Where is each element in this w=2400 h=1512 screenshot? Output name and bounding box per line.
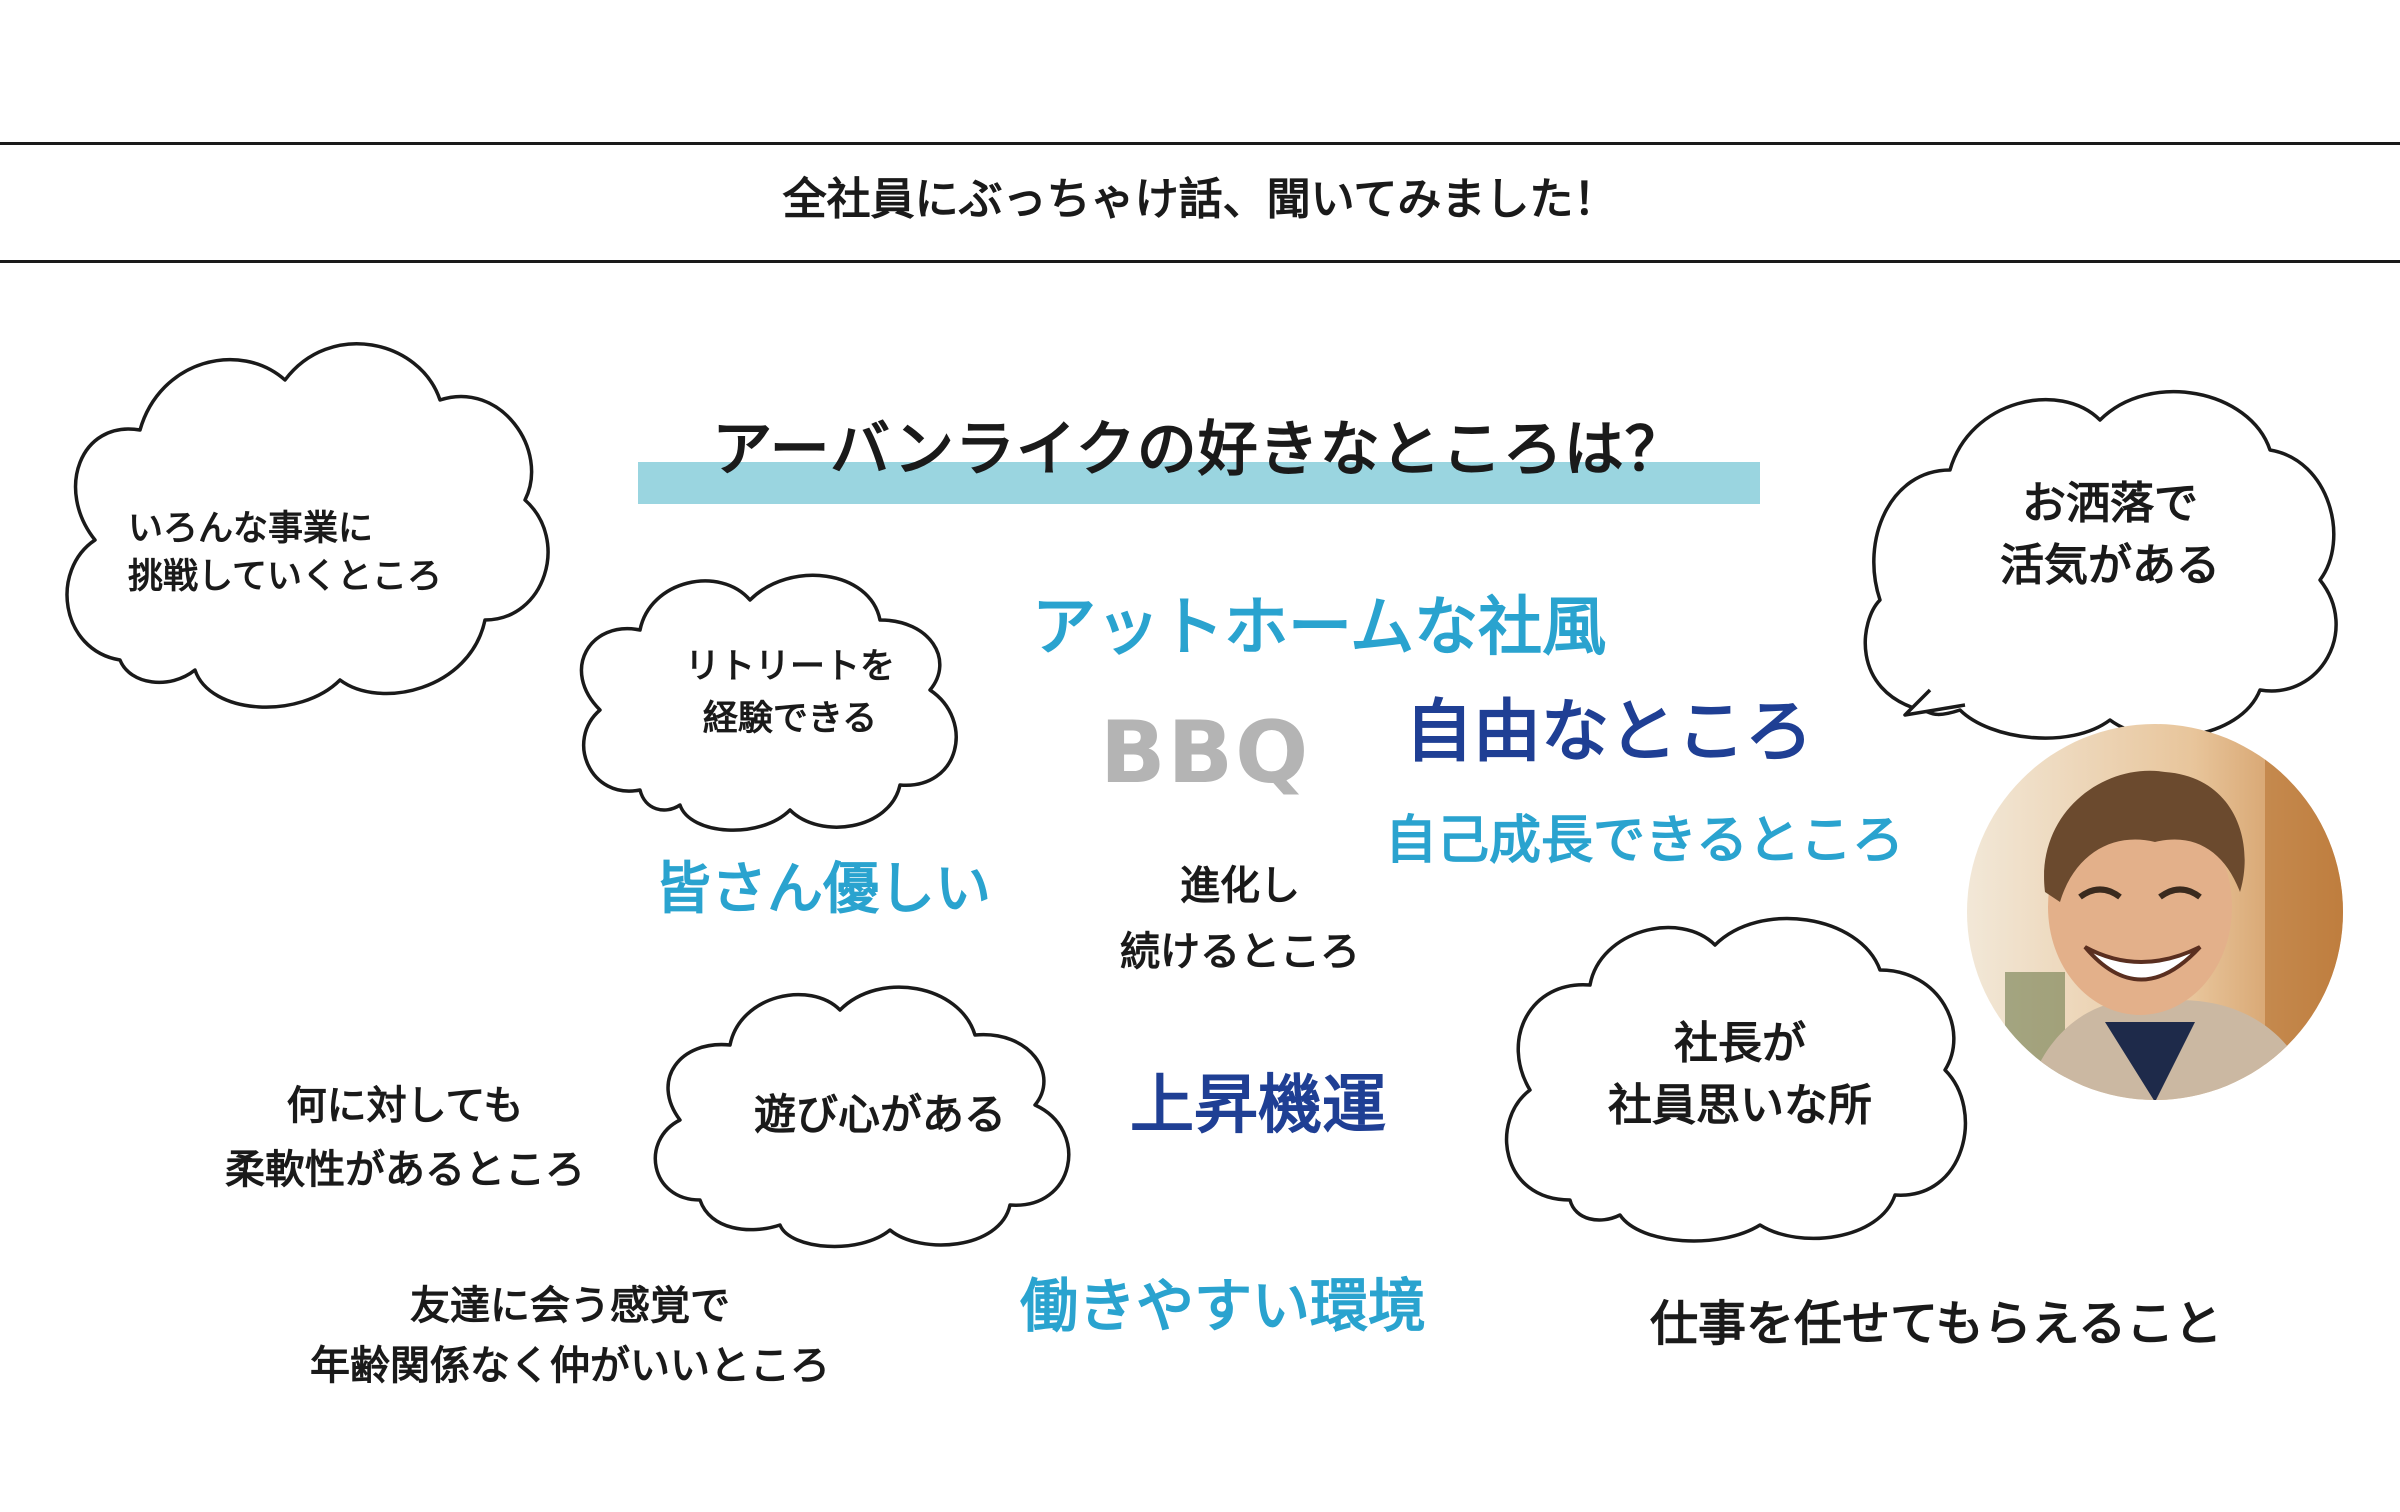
page-title: 全社員にぶっちゃけ話、聞いてみました！ (782, 174, 1618, 225)
cloud-retreat (579, 573, 958, 832)
answer-tomodachi-line1: 友達に会う感覚で (410, 1283, 730, 1329)
bubble-osyare-line2: 活気がある (2000, 540, 2220, 591)
question-title: アーバンライクの好きなところは？ (712, 415, 1686, 485)
bubble-jigyou-line2: 挑戦していくところ (128, 557, 442, 597)
answer-shinka-line1: 進化し (1180, 863, 1300, 909)
bubble-retreat-line1: リトリートを (684, 647, 895, 687)
header-top-rule (0, 142, 2400, 145)
answer-hatarakiyasui: 働きやすい環境 (1020, 1272, 1427, 1340)
bubble-osyare-line1: お洒落で (2022, 478, 2198, 529)
answer-seichou: 自己成長できるところ (1385, 811, 1904, 871)
answer-shinka-line2: 続けるところ (1120, 929, 1360, 975)
answer-shoushou: 上昇機運 (1130, 1069, 1386, 1143)
bubble-asobi: 遊び心がある (753, 1090, 1006, 1139)
answer-bbq: BBQ (1100, 703, 1311, 803)
answer-juunan-line1: 何に対しても (286, 1083, 524, 1129)
bubble-retreat-line2: 経験できる (702, 699, 878, 739)
bubble-shachou-line1: 社長が (1674, 1018, 1806, 1069)
cloud-shachou (1504, 916, 1968, 1243)
cloud-asobi (653, 985, 1071, 1249)
answer-yasashii: 皆さん優しい (655, 857, 991, 922)
answer-jiyuu: 自由なところ (1405, 693, 1814, 772)
bubble-shachou-line2: 社員思いな所 (1608, 1080, 1872, 1131)
answer-juunan-line2: 柔軟性があるところ (225, 1147, 585, 1193)
cloud-jigyou (65, 342, 550, 709)
answer-makasete: 仕事を任せてもらえること (1650, 1296, 2223, 1352)
speech-bubble-osyare (1863, 389, 2338, 740)
bubble-jigyou-line1: いろんな事業に (128, 509, 374, 549)
answer-athome: アットホームな社風 (1032, 591, 1607, 665)
smiling-man-portrait-icon (1967, 724, 2343, 1100)
answer-tomodachi-line2: 年齢関係なく仲がいいところ (310, 1343, 830, 1389)
question-highlight (638, 462, 1760, 504)
header-bottom-rule (0, 260, 2400, 263)
